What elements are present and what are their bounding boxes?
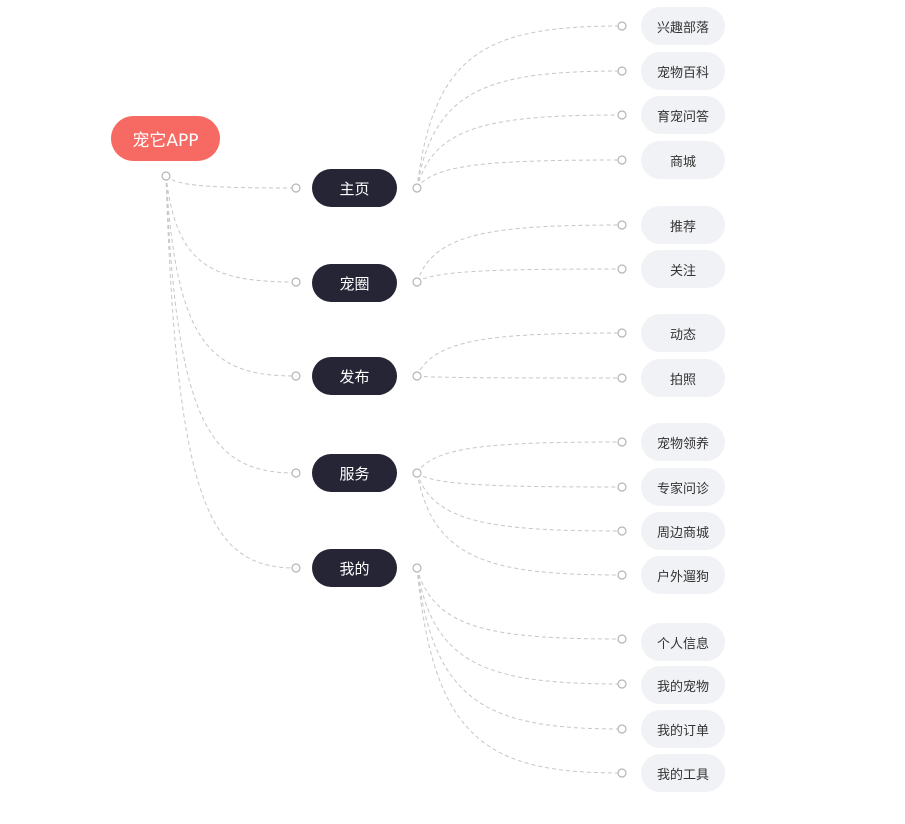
connector-port bbox=[617, 679, 627, 689]
connector-port bbox=[617, 220, 627, 230]
connector-port bbox=[617, 373, 627, 383]
leaf-node[interactable]: 宠物百科 bbox=[641, 52, 725, 90]
connector-port bbox=[617, 110, 627, 120]
leaf-node[interactable]: 户外遛狗 bbox=[641, 556, 725, 594]
connector-port bbox=[617, 482, 627, 492]
category-to-leaf-link bbox=[416, 224, 623, 283]
category-to-leaf-link bbox=[416, 159, 623, 189]
connector-port bbox=[291, 183, 301, 193]
leaf-node[interactable]: 育宠问答 bbox=[641, 96, 725, 134]
leaf-node[interactable]: 我的订单 bbox=[641, 710, 725, 748]
connector-port bbox=[291, 277, 301, 287]
category-to-leaf-link bbox=[416, 472, 623, 532]
category-to-leaf-link bbox=[416, 375, 623, 379]
connector-port bbox=[617, 328, 627, 338]
connector-port bbox=[617, 437, 627, 447]
leaf-node[interactable]: 宠物领养 bbox=[641, 423, 725, 461]
root-to-category-link bbox=[165, 175, 297, 377]
leaf-node[interactable]: 商城 bbox=[641, 141, 725, 179]
root-to-category-link bbox=[165, 175, 297, 189]
leaf-node[interactable]: 兴趣部落 bbox=[641, 7, 725, 45]
category-to-leaf-link bbox=[416, 25, 623, 189]
category-node-home[interactable]: 主页 bbox=[312, 169, 397, 207]
leaf-node[interactable]: 拍照 bbox=[641, 359, 725, 397]
category-to-leaf-link bbox=[416, 70, 623, 189]
root-node[interactable]: 宠它APP bbox=[111, 116, 220, 161]
connector-port bbox=[617, 724, 627, 734]
connector-port bbox=[291, 371, 301, 381]
category-to-leaf-link bbox=[416, 567, 623, 685]
connector-port bbox=[617, 526, 627, 536]
category-to-leaf-link bbox=[416, 472, 623, 576]
root-to-category-link bbox=[165, 175, 297, 283]
connector-port bbox=[412, 468, 422, 478]
category-node-mine[interactable]: 我的 bbox=[312, 549, 397, 587]
connector-port bbox=[291, 468, 301, 478]
category-to-leaf-link bbox=[416, 567, 623, 640]
connector-port bbox=[617, 21, 627, 31]
connector-port bbox=[412, 563, 422, 573]
connector-port bbox=[617, 634, 627, 644]
connector-port bbox=[617, 570, 627, 580]
category-node-service[interactable]: 服务 bbox=[312, 454, 397, 492]
leaf-node[interactable]: 周边商城 bbox=[641, 512, 725, 550]
connector-port bbox=[412, 371, 422, 381]
category-to-leaf-link bbox=[416, 441, 623, 474]
connector-port bbox=[412, 183, 422, 193]
connector-port bbox=[617, 155, 627, 165]
leaf-node[interactable]: 我的工具 bbox=[641, 754, 725, 792]
connector-port bbox=[291, 563, 301, 573]
category-to-leaf-link bbox=[416, 472, 623, 488]
leaf-node[interactable]: 动态 bbox=[641, 314, 725, 352]
leaf-node[interactable]: 专家问诊 bbox=[641, 468, 725, 506]
category-to-leaf-link bbox=[416, 114, 623, 189]
category-node-publish[interactable]: 发布 bbox=[312, 357, 397, 395]
leaf-node[interactable]: 我的宠物 bbox=[641, 666, 725, 704]
connector-port bbox=[617, 768, 627, 778]
connector-port bbox=[617, 66, 627, 76]
category-node-pet-circle[interactable]: 宠圈 bbox=[312, 264, 397, 302]
connector-port bbox=[412, 277, 422, 287]
root-to-category-link bbox=[165, 175, 297, 474]
category-to-leaf-link bbox=[416, 567, 623, 730]
category-to-leaf-link bbox=[416, 268, 623, 283]
leaf-node[interactable]: 推荐 bbox=[641, 206, 725, 244]
leaf-node[interactable]: 关注 bbox=[641, 250, 725, 288]
root-to-category-link bbox=[165, 175, 297, 569]
connector-port bbox=[617, 264, 627, 274]
category-to-leaf-link bbox=[416, 332, 623, 377]
leaf-node[interactable]: 个人信息 bbox=[641, 623, 725, 661]
connector-port bbox=[161, 171, 171, 181]
